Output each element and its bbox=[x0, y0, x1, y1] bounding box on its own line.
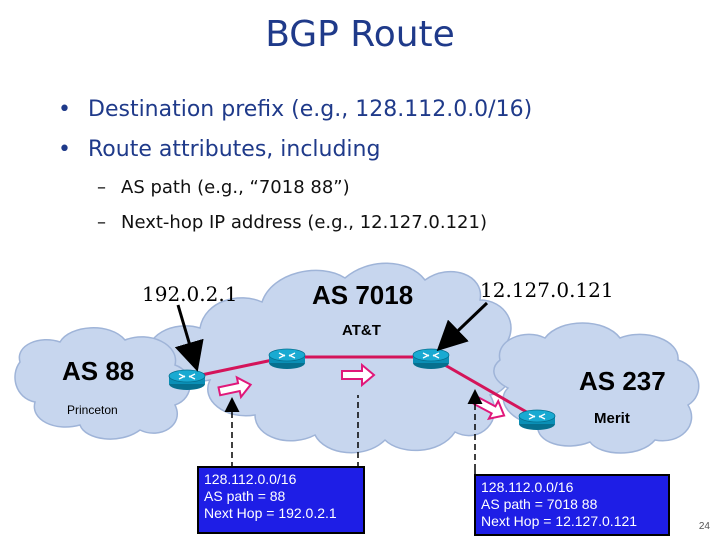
link-att-merit bbox=[430, 355, 538, 420]
princeton-label: Princeton bbox=[67, 403, 118, 417]
as237-label: AS 237 bbox=[579, 366, 666, 396]
sub-bullet-text: AS path (e.g., “7018 88”) bbox=[121, 177, 350, 198]
announcement-arrow-icon bbox=[217, 375, 253, 400]
router-icon bbox=[168, 369, 206, 391]
dash-icon: – bbox=[97, 212, 106, 233]
slide-title: BGP Route bbox=[265, 14, 455, 55]
merit-label: Merit bbox=[594, 410, 630, 427]
bullet-dot-icon: • bbox=[58, 97, 71, 122]
route-next-hop: Next Hop = 12.127.0.121 bbox=[481, 513, 638, 529]
route-box-right: 128.112.0.0/16 AS path = 7018 88 Next Ho… bbox=[474, 474, 670, 536]
router-icon bbox=[518, 409, 556, 431]
as7018-label: AS 7018 bbox=[312, 280, 414, 310]
ip-label-right: 12.127.0.121 bbox=[480, 278, 614, 302]
bullet-item: • Destination prefix (e.g., 128.112.0.0/1… bbox=[58, 90, 532, 130]
as88-cloud bbox=[14, 327, 191, 440]
router-icon bbox=[412, 348, 450, 370]
route-as-path: AS path = 7018 88 bbox=[481, 496, 598, 512]
route-as-path: AS path = 88 bbox=[204, 488, 286, 504]
sub-bullet-list: –AS path (e.g., “7018 88”) –Next-hop IP … bbox=[97, 170, 487, 240]
route-next-hop: Next Hop = 192.0.2.1 bbox=[204, 505, 337, 521]
att-label: AT&T bbox=[342, 322, 381, 339]
announcement-arrow-icon bbox=[341, 362, 376, 388]
bullet-text: Destination prefix (e.g., 128.112.0.0/16… bbox=[88, 97, 533, 122]
dash-icon: – bbox=[97, 177, 106, 198]
bullet-dot-icon: • bbox=[58, 137, 71, 162]
sub-bullet-item: –Next-hop IP address (e.g., 12.127.0.121… bbox=[97, 205, 487, 240]
page-number: 24 bbox=[698, 521, 710, 532]
ip-label-left: 192.0.2.1 bbox=[142, 282, 238, 306]
as88-label: AS 88 bbox=[62, 356, 135, 386]
pointer-arrow-left bbox=[174, 304, 204, 372]
sub-bullet-item: –AS path (e.g., “7018 88”) bbox=[97, 170, 487, 205]
route-prefix: 128.112.0.0/16 bbox=[204, 471, 297, 487]
bullet-item: • Route attributes, including bbox=[58, 130, 532, 170]
sub-bullet-text: Next-hop IP address (e.g., 12.127.0.121) bbox=[121, 212, 487, 233]
bullet-list: • Destination prefix (e.g., 128.112.0.0/1… bbox=[58, 90, 532, 170]
pointer-arrow-right bbox=[436, 301, 489, 352]
bullet-text: Route attributes, including bbox=[88, 137, 381, 162]
route-box-left: 128.112.0.0/16 AS path = 88 Next Hop = 1… bbox=[197, 466, 365, 534]
router-icon bbox=[268, 348, 306, 370]
route-prefix: 128.112.0.0/16 bbox=[481, 479, 574, 495]
